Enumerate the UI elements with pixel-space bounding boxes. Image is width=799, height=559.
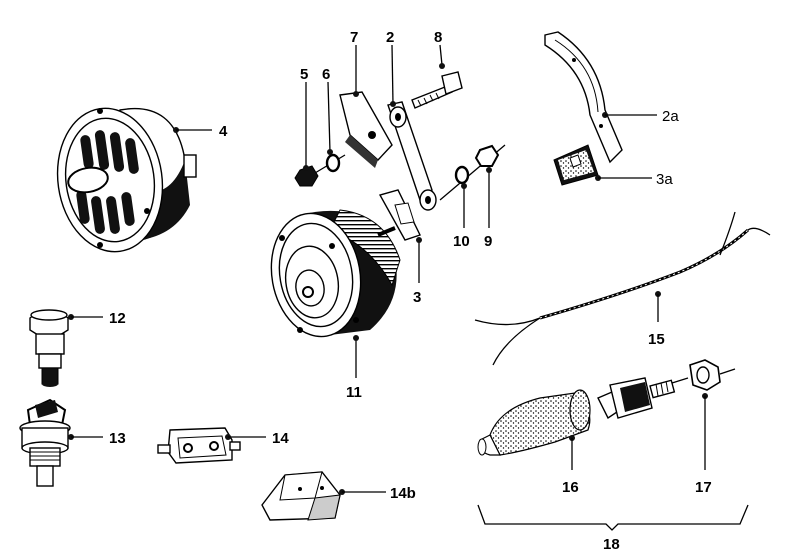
label-5: 5: [300, 66, 308, 83]
label-11: 11: [346, 384, 362, 401]
label-14b: 14b: [390, 485, 416, 502]
callout-4: 4: [173, 123, 228, 140]
label-16: 16: [562, 479, 579, 496]
callout-13: 13: [68, 430, 126, 447]
callout-16: 16: [562, 435, 579, 496]
label-2a: 2a: [662, 108, 679, 125]
switch-part-13: [19, 398, 71, 487]
plate-part-3a: [553, 144, 599, 186]
callout-3a: 3a: [595, 171, 673, 188]
label-4: 4: [219, 123, 228, 140]
callout-8: 8: [434, 29, 445, 69]
connector-part-14: [157, 427, 241, 464]
horn-part-11: [270, 209, 401, 338]
fitting-part: [597, 377, 689, 420]
label-10: 10: [453, 233, 470, 250]
label-15: 15: [648, 331, 665, 348]
callout-5: 5: [300, 66, 309, 171]
wire-harness-part-15: [474, 211, 771, 366]
callout-12: 12: [68, 310, 126, 327]
callout-17: 17: [695, 393, 712, 496]
callout-2a: 2a: [602, 108, 679, 125]
label-3: 3: [413, 289, 421, 306]
callout-14: 14: [225, 430, 289, 447]
callout-7: 7: [350, 29, 359, 97]
label-18: 18: [603, 536, 620, 553]
callout-3: 3: [413, 237, 422, 306]
cover-part-14b: [261, 471, 341, 521]
callout-15: 15: [648, 291, 665, 348]
callout-9: 9: [484, 167, 492, 250]
label-17: 17: [695, 479, 712, 496]
callout-10: 10: [453, 183, 470, 250]
callout-14b: 14b: [339, 485, 416, 502]
label-13: 13: [109, 430, 126, 447]
sensor-part-12: [29, 309, 69, 387]
label-14: 14: [272, 430, 289, 447]
callout-11: 11: [346, 335, 362, 401]
label-6: 6: [322, 66, 330, 83]
sleeve-part-16: [477, 389, 591, 456]
callout-2: 2: [386, 29, 396, 107]
callout-6: 6: [322, 66, 333, 155]
group-bracket-18: 18: [477, 504, 749, 553]
nut-part-17: [689, 359, 736, 391]
label-9: 9: [484, 233, 492, 250]
label-12: 12: [109, 310, 126, 327]
label-7: 7: [350, 29, 358, 46]
label-3a: 3a: [656, 171, 673, 188]
bracket-assembly: [294, 71, 506, 241]
label-2: 2: [386, 29, 394, 46]
label-8: 8: [434, 29, 442, 46]
horn-part-4: [56, 107, 197, 253]
bracket-part-2a: [544, 31, 623, 164]
